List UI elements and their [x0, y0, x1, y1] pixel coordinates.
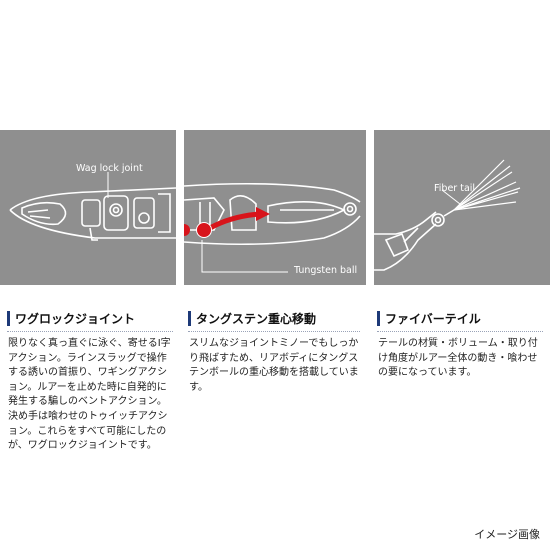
section-description-wag-lock: 限りなく真っ直ぐに泳ぐ、寄せるI字アクション。ラインスラッグで操作する誘いの首振…: [8, 338, 171, 452]
section-divider: [188, 331, 360, 333]
weight-transfer-arrow: [208, 211, 261, 231]
tungsten-leader-line: [201, 240, 288, 273]
section-title-text: ワグロックジョイント: [15, 311, 136, 326]
tungsten-ball-edge: [184, 224, 190, 236]
section-title-text: タングステン重心移動: [196, 311, 317, 326]
lure-body-illustration: [184, 182, 361, 273]
title-accent-bar: [377, 310, 380, 326]
lure-tail-illustration: [374, 159, 521, 271]
tungsten-ball-label: Tungsten ball: [294, 265, 358, 276]
image-caption: イメージ画像: [474, 528, 540, 541]
section-divider: [7, 331, 173, 333]
title-accent-bar: [188, 310, 191, 326]
section-description-fiber-tail: テールの材質・ボリューム・取り付け角度がルアー全体の動き・喰わせの要になっていま…: [378, 338, 538, 379]
section-title-text: ファイバーテイル: [385, 311, 481, 326]
section-title-wag-lock: ワグロックジョイント: [7, 307, 135, 329]
wag-lock-joint-label: Wag lock joint: [76, 163, 143, 174]
lure-head-illustration: [9, 172, 176, 241]
tungsten-weight-panel: Tungsten ball: [184, 130, 366, 285]
fiber-tail-leader-line: [441, 189, 461, 205]
title-accent-bar: [7, 310, 10, 326]
weight-transfer-arrowhead: [256, 207, 270, 221]
wag-lock-joint-panel: Wag lock joint: [0, 130, 176, 285]
tungsten-ball: [196, 222, 212, 238]
section-title-tungsten: タングステン重心移動: [188, 307, 316, 329]
fiber-tail-label: Fiber tail: [434, 183, 476, 194]
fiber-tail-strands: [453, 159, 521, 211]
section-description-tungsten: スリムなジョイントミノーでもしっかり飛ばすため、リアボディにタングステンボールの…: [189, 338, 359, 393]
section-title-fiber-tail: ファイバーテイル: [377, 307, 481, 329]
fiber-tail-panel: Fiber tail: [374, 130, 550, 285]
section-divider: [377, 331, 543, 333]
